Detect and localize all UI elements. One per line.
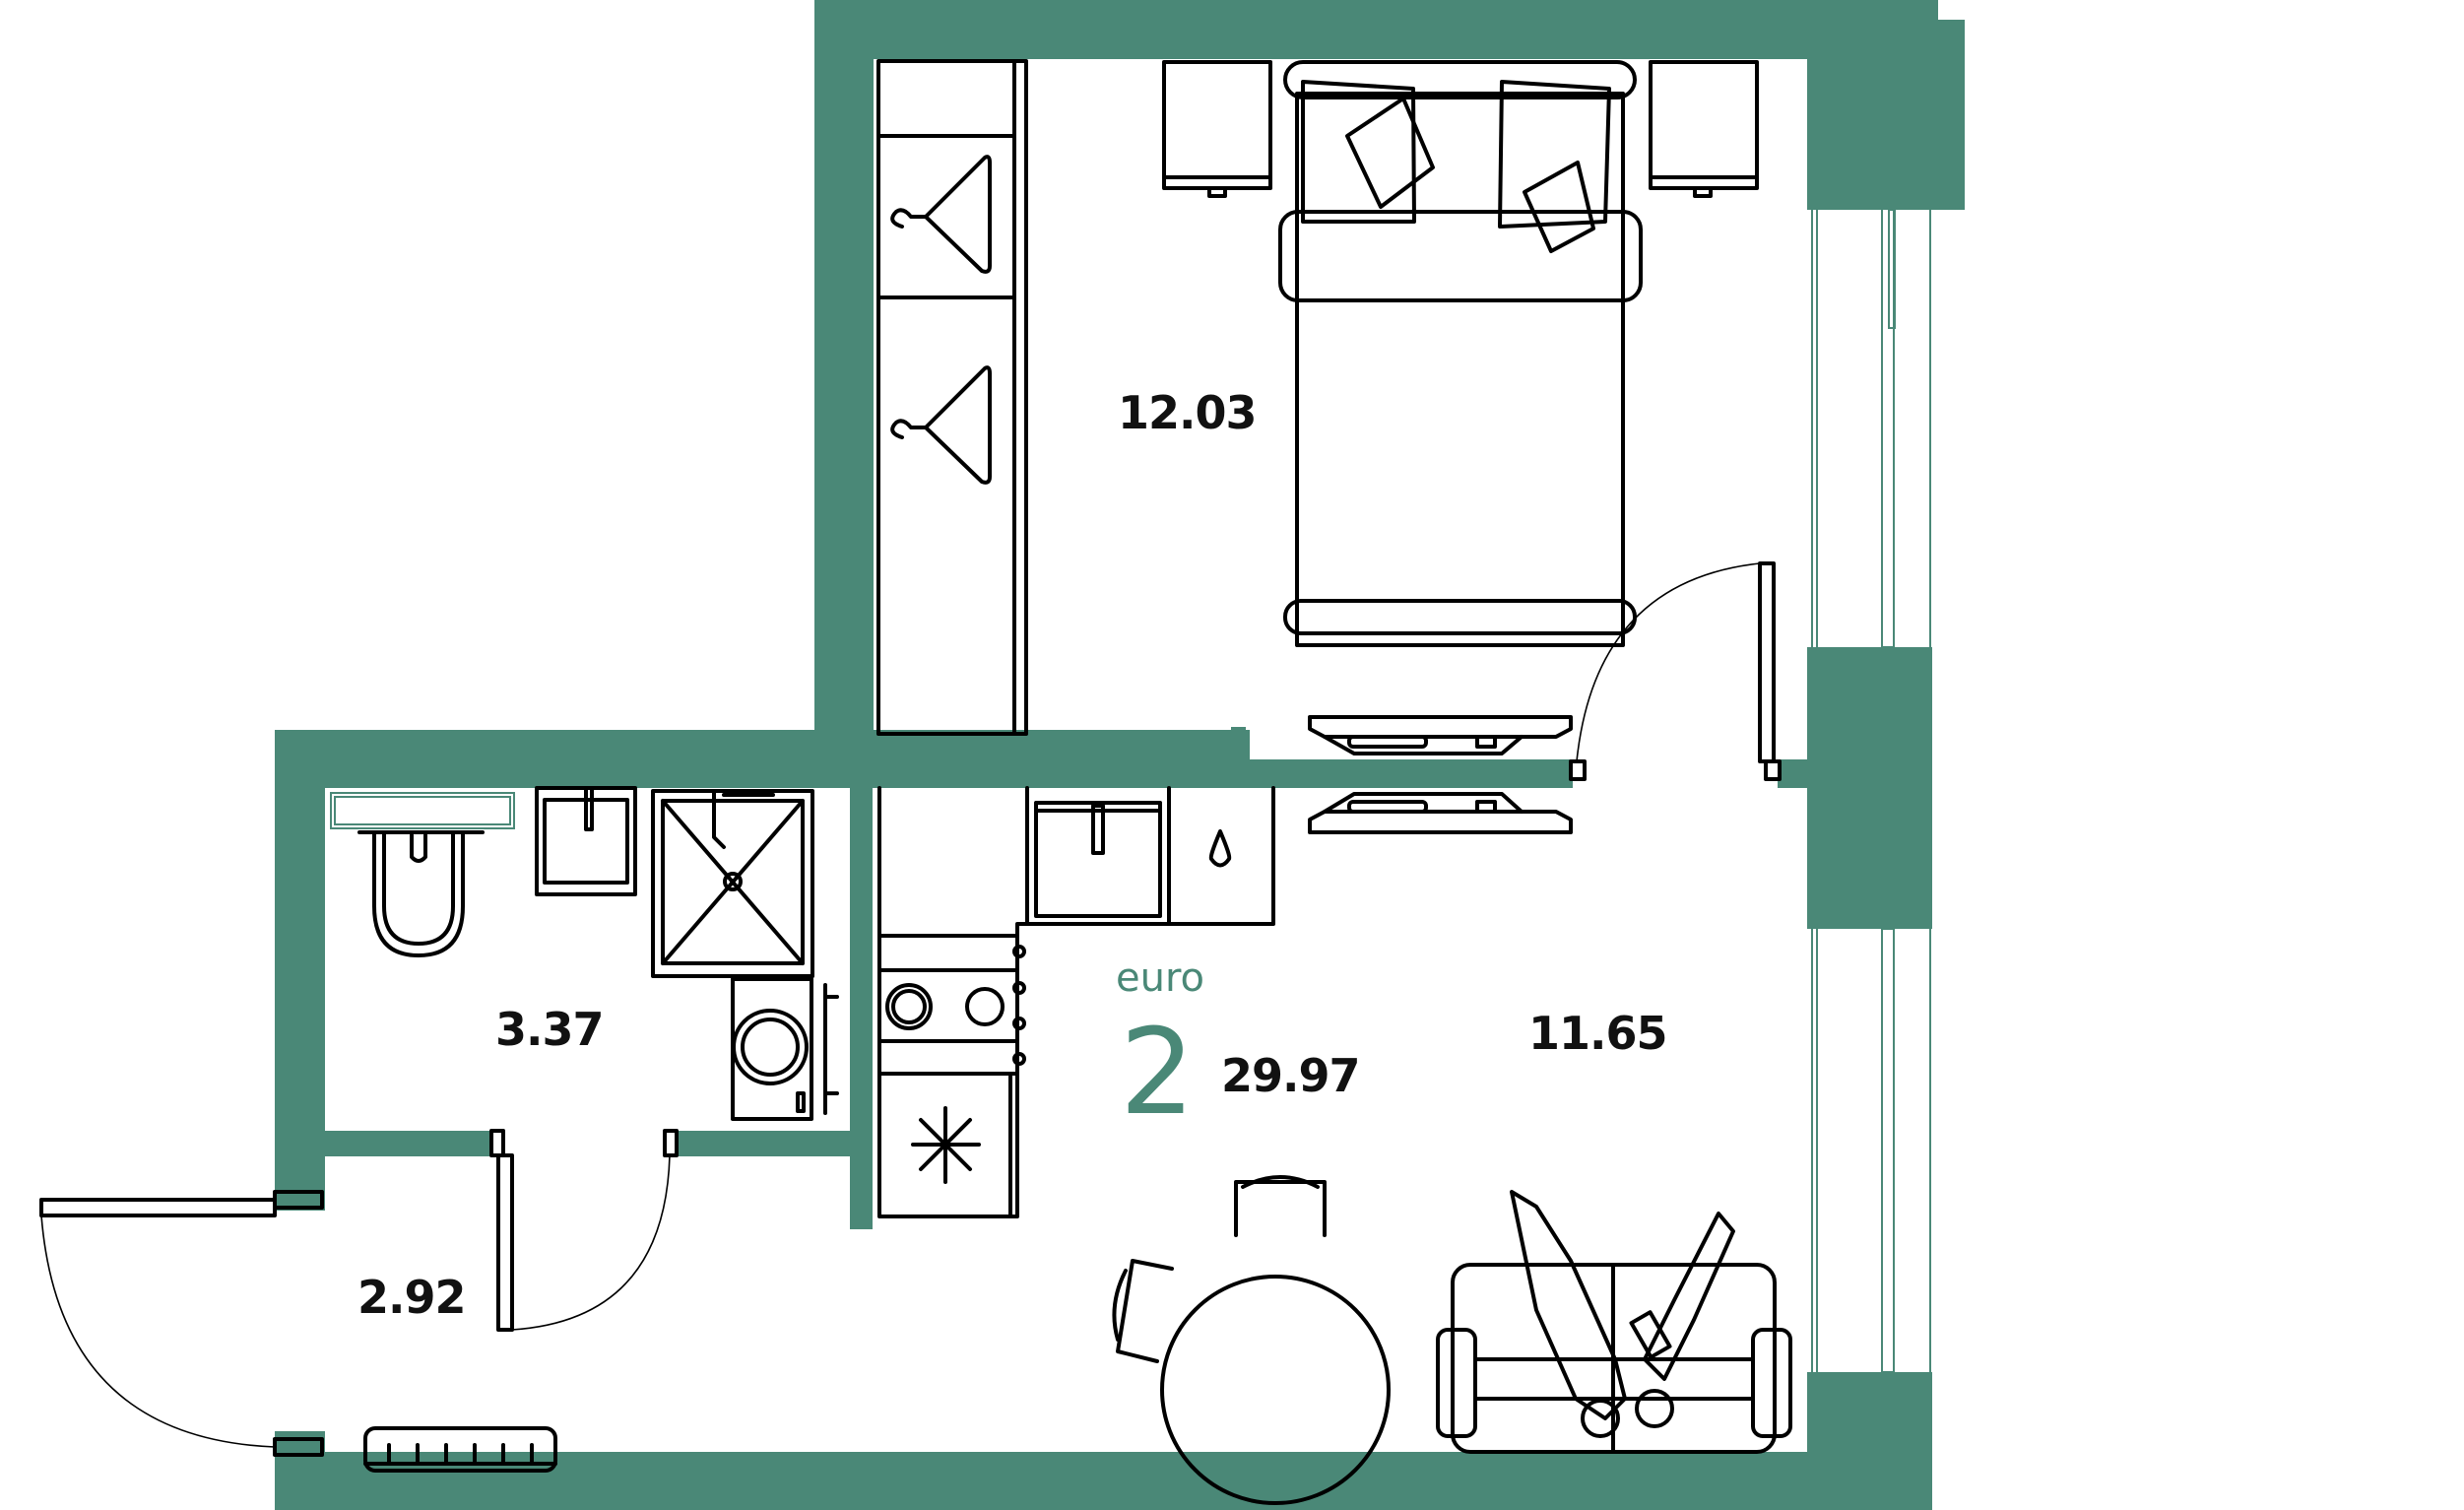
tv-living — [1308, 792, 1573, 834]
window-living — [1811, 928, 1931, 1373]
fridge-snowflake-icon — [911, 1075, 1012, 1216]
nightstand-right — [1649, 60, 1759, 198]
bedroom-door[interactable] — [1569, 561, 1782, 781]
total-area: 29.97 — [1221, 1049, 1361, 1102]
window-bedroom — [1811, 196, 1931, 648]
area-bedroom: 12.03 — [1118, 386, 1258, 439]
hanger-icon — [890, 155, 992, 274]
entrance-door[interactable] — [39, 1190, 324, 1457]
hanger-icon — [890, 365, 992, 485]
nightstand-left — [1162, 60, 1272, 198]
walls — [275, 0, 1965, 1510]
wardrobe — [876, 59, 1028, 736]
bathroom-sink — [535, 786, 637, 896]
kitchen-counter — [877, 786, 1275, 1218]
format-label: euro — [1116, 955, 1204, 1001]
rooms-count: 2 — [1120, 1005, 1196, 1142]
sofa — [1436, 1263, 1792, 1454]
window-bathroom — [330, 792, 515, 829]
kitchen-sink — [1034, 801, 1162, 918]
shoe-rack — [363, 1426, 557, 1473]
double-bed — [1278, 60, 1643, 647]
area-bathroom: 3.37 — [495, 1003, 604, 1056]
people-on-sofa — [1510, 1190, 1735, 1438]
stove — [877, 934, 1026, 1076]
washing-machine — [731, 977, 839, 1121]
bathroom-door[interactable] — [489, 1129, 679, 1332]
shower — [651, 789, 814, 978]
dining-table — [1112, 1175, 1391, 1505]
area-hallway: 2.92 — [357, 1271, 466, 1324]
dishwasher-drop-icon — [1208, 829, 1232, 868]
tv-bedroom — [1308, 715, 1573, 755]
area-kitchen-living: 11.65 — [1528, 1007, 1668, 1060]
toilet — [357, 830, 485, 957]
